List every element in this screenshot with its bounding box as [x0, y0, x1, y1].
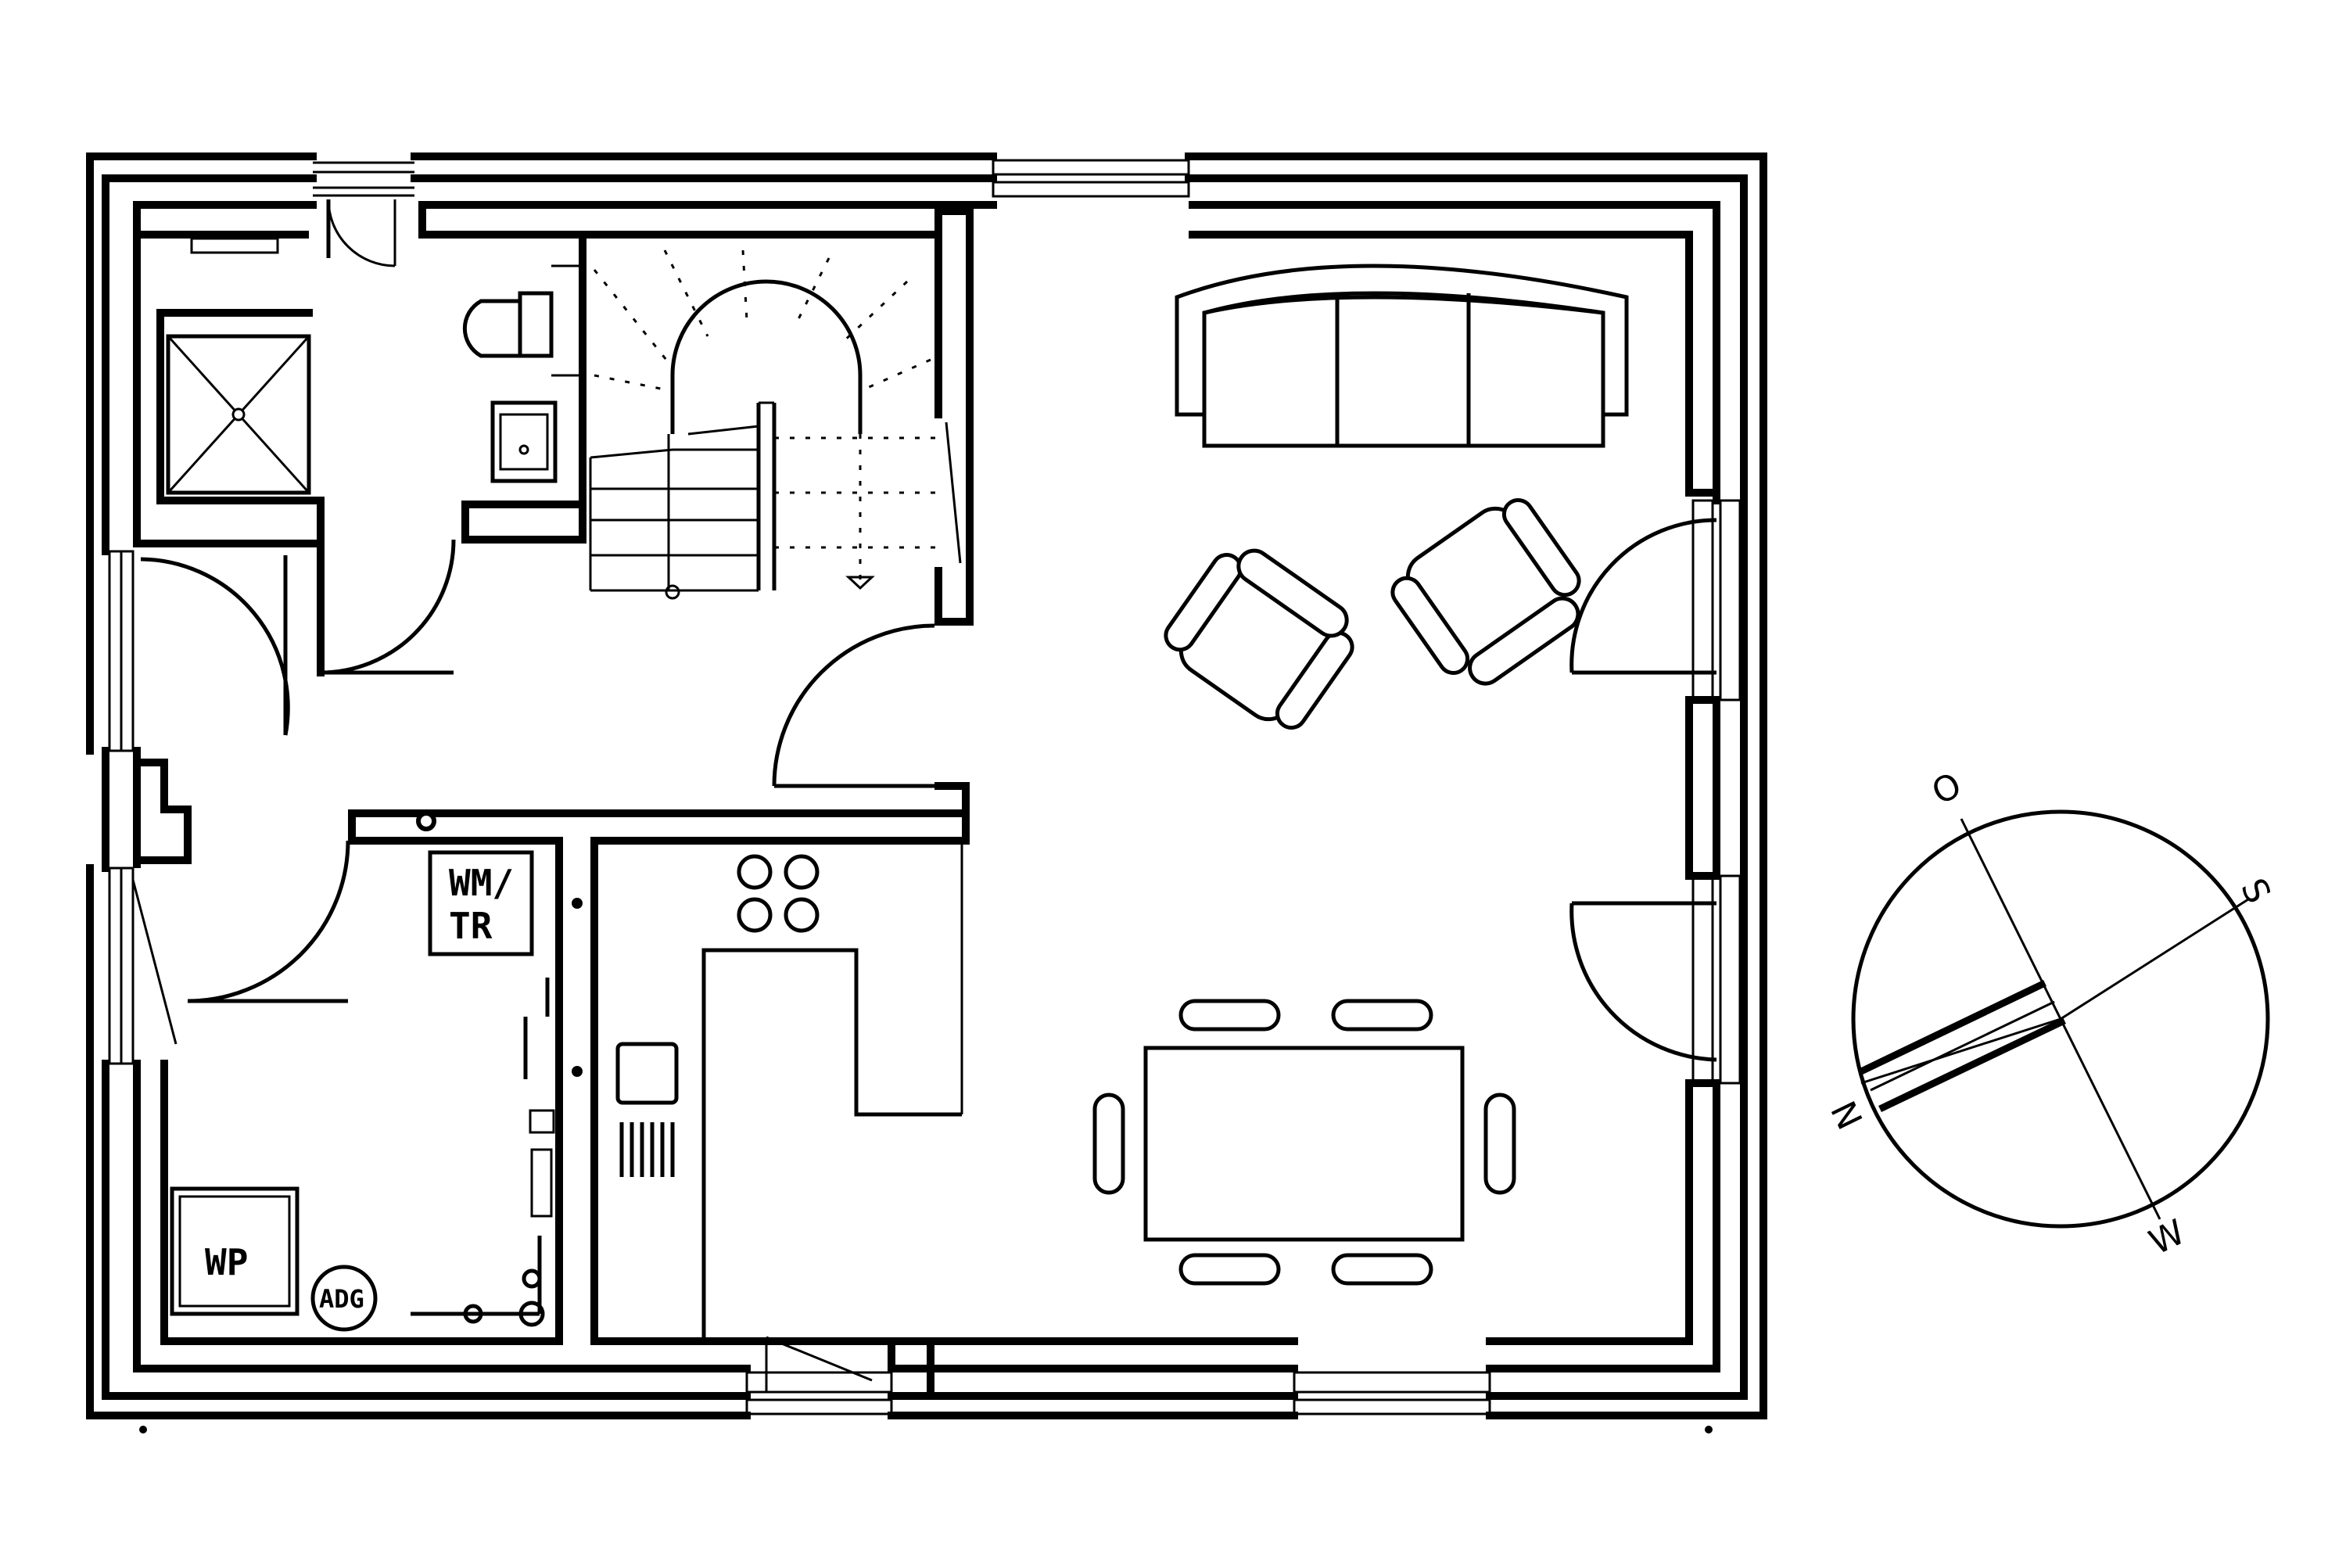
- armchair-right: [1390, 498, 1581, 686]
- bathroom: [166, 237, 583, 495]
- hob-burner-4: [784, 897, 820, 933]
- compass-ring: [1851, 809, 2270, 1229]
- door-left-small: [131, 879, 178, 1048]
- towel-rail: [190, 237, 279, 254]
- adg-circle: [310, 1265, 378, 1332]
- compass-north-label: N: [1822, 1096, 1869, 1136]
- living-room: [1092, 264, 1629, 1286]
- utility-pipework: [411, 978, 555, 1327]
- staircase: [589, 249, 962, 600]
- window-right-lower: [1691, 874, 1742, 1085]
- window-right-upper: [1691, 499, 1742, 701]
- door-bath-window: [326, 199, 396, 267]
- door-bottom-kitchen: [765, 1336, 873, 1392]
- compass-west-label: W: [2143, 1212, 2191, 1263]
- hob-burner-1: [737, 854, 773, 890]
- socket-1: [572, 898, 583, 909]
- socket-2: [572, 1066, 583, 1077]
- heat-pump-label: WP: [205, 1241, 248, 1283]
- door-right-lower: [1569, 901, 1717, 1062]
- door-hall-living: [772, 623, 935, 788]
- utility-room: WM/ TR WP ADG: [170, 811, 555, 1332]
- door-right-upper: [1569, 518, 1717, 675]
- inner-walls: [160, 207, 974, 1345]
- window-bottom-right: [1293, 1371, 1491, 1416]
- washer-dryer-label-line2: TR: [449, 905, 493, 947]
- washer-dryer-box: [428, 850, 534, 956]
- doors: [131, 199, 1717, 1392]
- dining-table: [1092, 999, 1516, 1286]
- outer-wall-right: [1685, 152, 1767, 1419]
- pipe-marker: [416, 811, 436, 831]
- window-top-living: [992, 159, 1190, 198]
- heat-pump-box: [170, 1186, 300, 1316]
- door-entrance: [140, 555, 290, 736]
- corner-marker: [1705, 1426, 1713, 1433]
- armchair-left: [1164, 548, 1354, 730]
- compass-east-label: O: [1926, 765, 1968, 813]
- shower-tray: [166, 334, 311, 495]
- washbasin: [490, 400, 558, 483]
- compass: O S N W: [1822, 765, 2278, 1263]
- kitchen-sink: [615, 1042, 679, 1177]
- sofa: [1175, 264, 1629, 448]
- window-left-upper: [108, 550, 135, 752]
- window-top-bath: [313, 161, 414, 197]
- door-utility: [187, 840, 350, 1003]
- door-bathroom: [320, 539, 456, 675]
- window-left-lower: [108, 867, 135, 1065]
- corner-marker: [139, 1426, 147, 1433]
- toilet: [462, 264, 583, 377]
- adg-label: ADG: [319, 1284, 364, 1314]
- hob-burner-3: [737, 897, 773, 933]
- outer-wall-left: [86, 152, 325, 1419]
- kitchen: [572, 845, 963, 1337]
- window-bottom-left: [745, 1371, 893, 1416]
- hob-burner-2: [784, 854, 820, 890]
- compass-needle: [1860, 979, 2066, 1113]
- washer-dryer-label-line1: WM/: [449, 862, 514, 904]
- windows: [108, 159, 1742, 1416]
- outer-walls: [86, 152, 1767, 1419]
- outer-wall-bottom: [86, 1337, 1767, 1419]
